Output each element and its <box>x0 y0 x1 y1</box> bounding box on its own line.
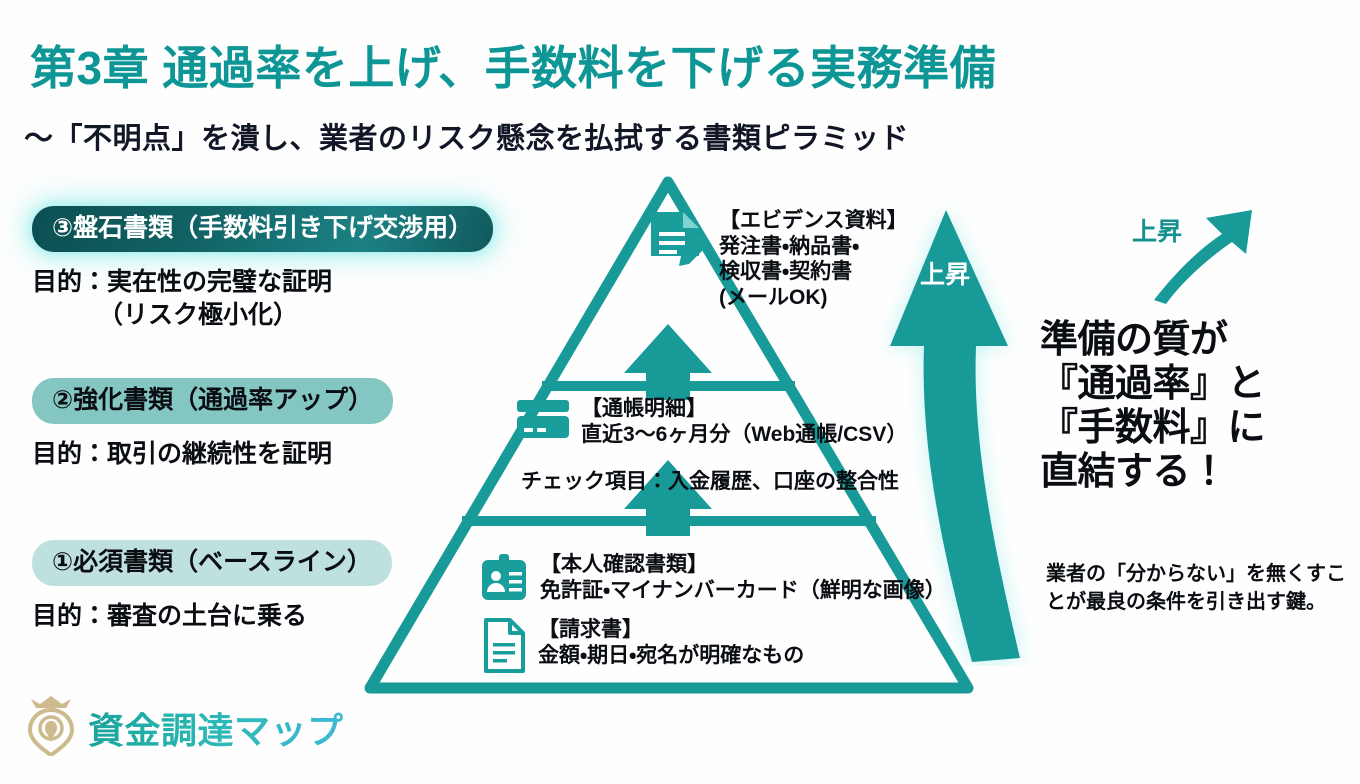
tier-label-block-2: ②強化書類（通過率アップ） 目的：取引の継続性を証明 <box>32 378 394 471</box>
tier-pill-2: ②強化書類（通過率アップ） <box>32 378 394 424</box>
tier-purpose-1: 目的：審査の土台に乗る <box>32 600 392 633</box>
document-pencil-icon <box>645 208 711 283</box>
big-rising-arrow <box>890 210 1020 662</box>
tier-purpose-2: 目的：取引の継続性を証明 <box>32 438 393 471</box>
tier-purpose-3-line2: （リスク極小化） <box>98 300 299 329</box>
right-headline-line-1: 準備の質が <box>1040 319 1228 361</box>
tier-3-line-2: 検収書・契約書 <box>719 260 853 284</box>
tier-1-id-heading: 【本人確認書類】 <box>540 553 708 576</box>
tier-3-text: 【エビデンス資料】 発注書・納品書・ 検収書・契約書 (メールOK) <box>719 208 908 310</box>
tier-2-heading: 【通帳明細】 <box>581 397 707 420</box>
tier-1-invoice-line-1: 金額・期日・宛名が明確なもの <box>538 643 805 667</box>
right-headline: 準備の質が 『通過率』と 『手数料』に 直結する！ <box>1040 318 1266 494</box>
credit-card-icon <box>515 396 571 447</box>
page-subtitle: ～「不明点」を潰し、業者のリスク懸念を払拭する書類ピラミッド <box>24 123 910 155</box>
tier-purpose-1-line1: 目的：審査の土台に乗る <box>32 602 308 630</box>
id-card-icon <box>478 552 530 611</box>
right-headline-line-4: 直結する！ <box>1040 451 1228 494</box>
page-title: 第3章 通過率を上げ、手数料を下げる実務準備 <box>30 42 997 94</box>
right-note: 業者の「分からない」を無くすことが最良の条件を引き出す鍵。 <box>1046 563 1346 614</box>
brand-logo-text: 資金調達マップ <box>88 702 344 754</box>
tier-purpose-2-line1: 目的：取引の継続性を証明 <box>32 440 333 468</box>
right-headline-line-2: 『通過率』と <box>1040 363 1266 406</box>
tier-pill-1: ①必須書類（ベースライン） <box>32 540 392 586</box>
small-arrow-label: 上昇 <box>1132 218 1183 246</box>
tier-3-line-1: 発注書・納品書・ <box>719 234 860 258</box>
tier-1-invoice-heading: 【請求書】 <box>538 618 643 641</box>
invoice-document-icon <box>480 617 528 678</box>
big-arrow-label: 上昇 <box>920 261 971 289</box>
tier-2-check-note: チェック項目：入金履歴、口座の整合性 <box>521 470 899 493</box>
pyramid-up-arrow-upper <box>624 324 712 400</box>
tier-1-content-id: 【本人確認書類】 免許証・マイナンバーカード（鮮明な画像） <box>478 552 946 611</box>
tier-1-invoice-text: 【請求書】 金額・期日・宛名が明確なもの <box>538 617 804 668</box>
tier-2-line-1: 直近3〜6ヶ月分（Web通帳/CSV） <box>581 422 908 446</box>
pyramid-up-arrow-lower <box>624 460 712 536</box>
tier-purpose-3: 目的：実在性の完璧な証明 （リスク極小化） <box>32 266 493 331</box>
tier-3-heading: 【エビデンス資料】 <box>719 209 908 232</box>
brand-logo: 資金調達マップ <box>24 694 344 761</box>
tier-1-content-invoice: 【請求書】 金額・期日・宛名が明確なもの <box>480 617 804 678</box>
tier-pill-3: ③盤石書類（手数料引き下げ交渉用） <box>32 206 494 252</box>
tier-purpose-3-line1: 目的：実在性の完璧な証明 <box>32 268 333 296</box>
right-headline-line-3: 『手数料』に <box>1040 407 1266 450</box>
tier-2-text: 【通帳明細】 直近3〜6ヶ月分（Web通帳/CSV） <box>581 396 907 447</box>
tier-2-content: 【通帳明細】 直近3〜6ヶ月分（Web通帳/CSV） <box>515 396 907 447</box>
tier-label-block-3: ③盤石書類（手数料引き下げ交渉用） 目的：実在性の完璧な証明 （リスク極小化） <box>32 206 494 331</box>
tier-3-line-3: (メールOK) <box>719 285 828 309</box>
tier-3-content: 【エビデンス資料】 発注書・納品書・ 検収書・契約書 (メールOK) <box>645 208 908 310</box>
tier-1-id-line-1: 免許証・マイナンバーカード（鮮明な画像） <box>540 578 946 602</box>
small-rising-arrow <box>1154 210 1252 304</box>
tier-1-id-text: 【本人確認書類】 免許証・マイナンバーカード（鮮明な画像） <box>540 552 946 603</box>
tier-label-block-1: ①必須書類（ベースライン） 目的：審査の土台に乗る <box>32 540 392 633</box>
crowned-map-pin-icon <box>24 694 78 761</box>
